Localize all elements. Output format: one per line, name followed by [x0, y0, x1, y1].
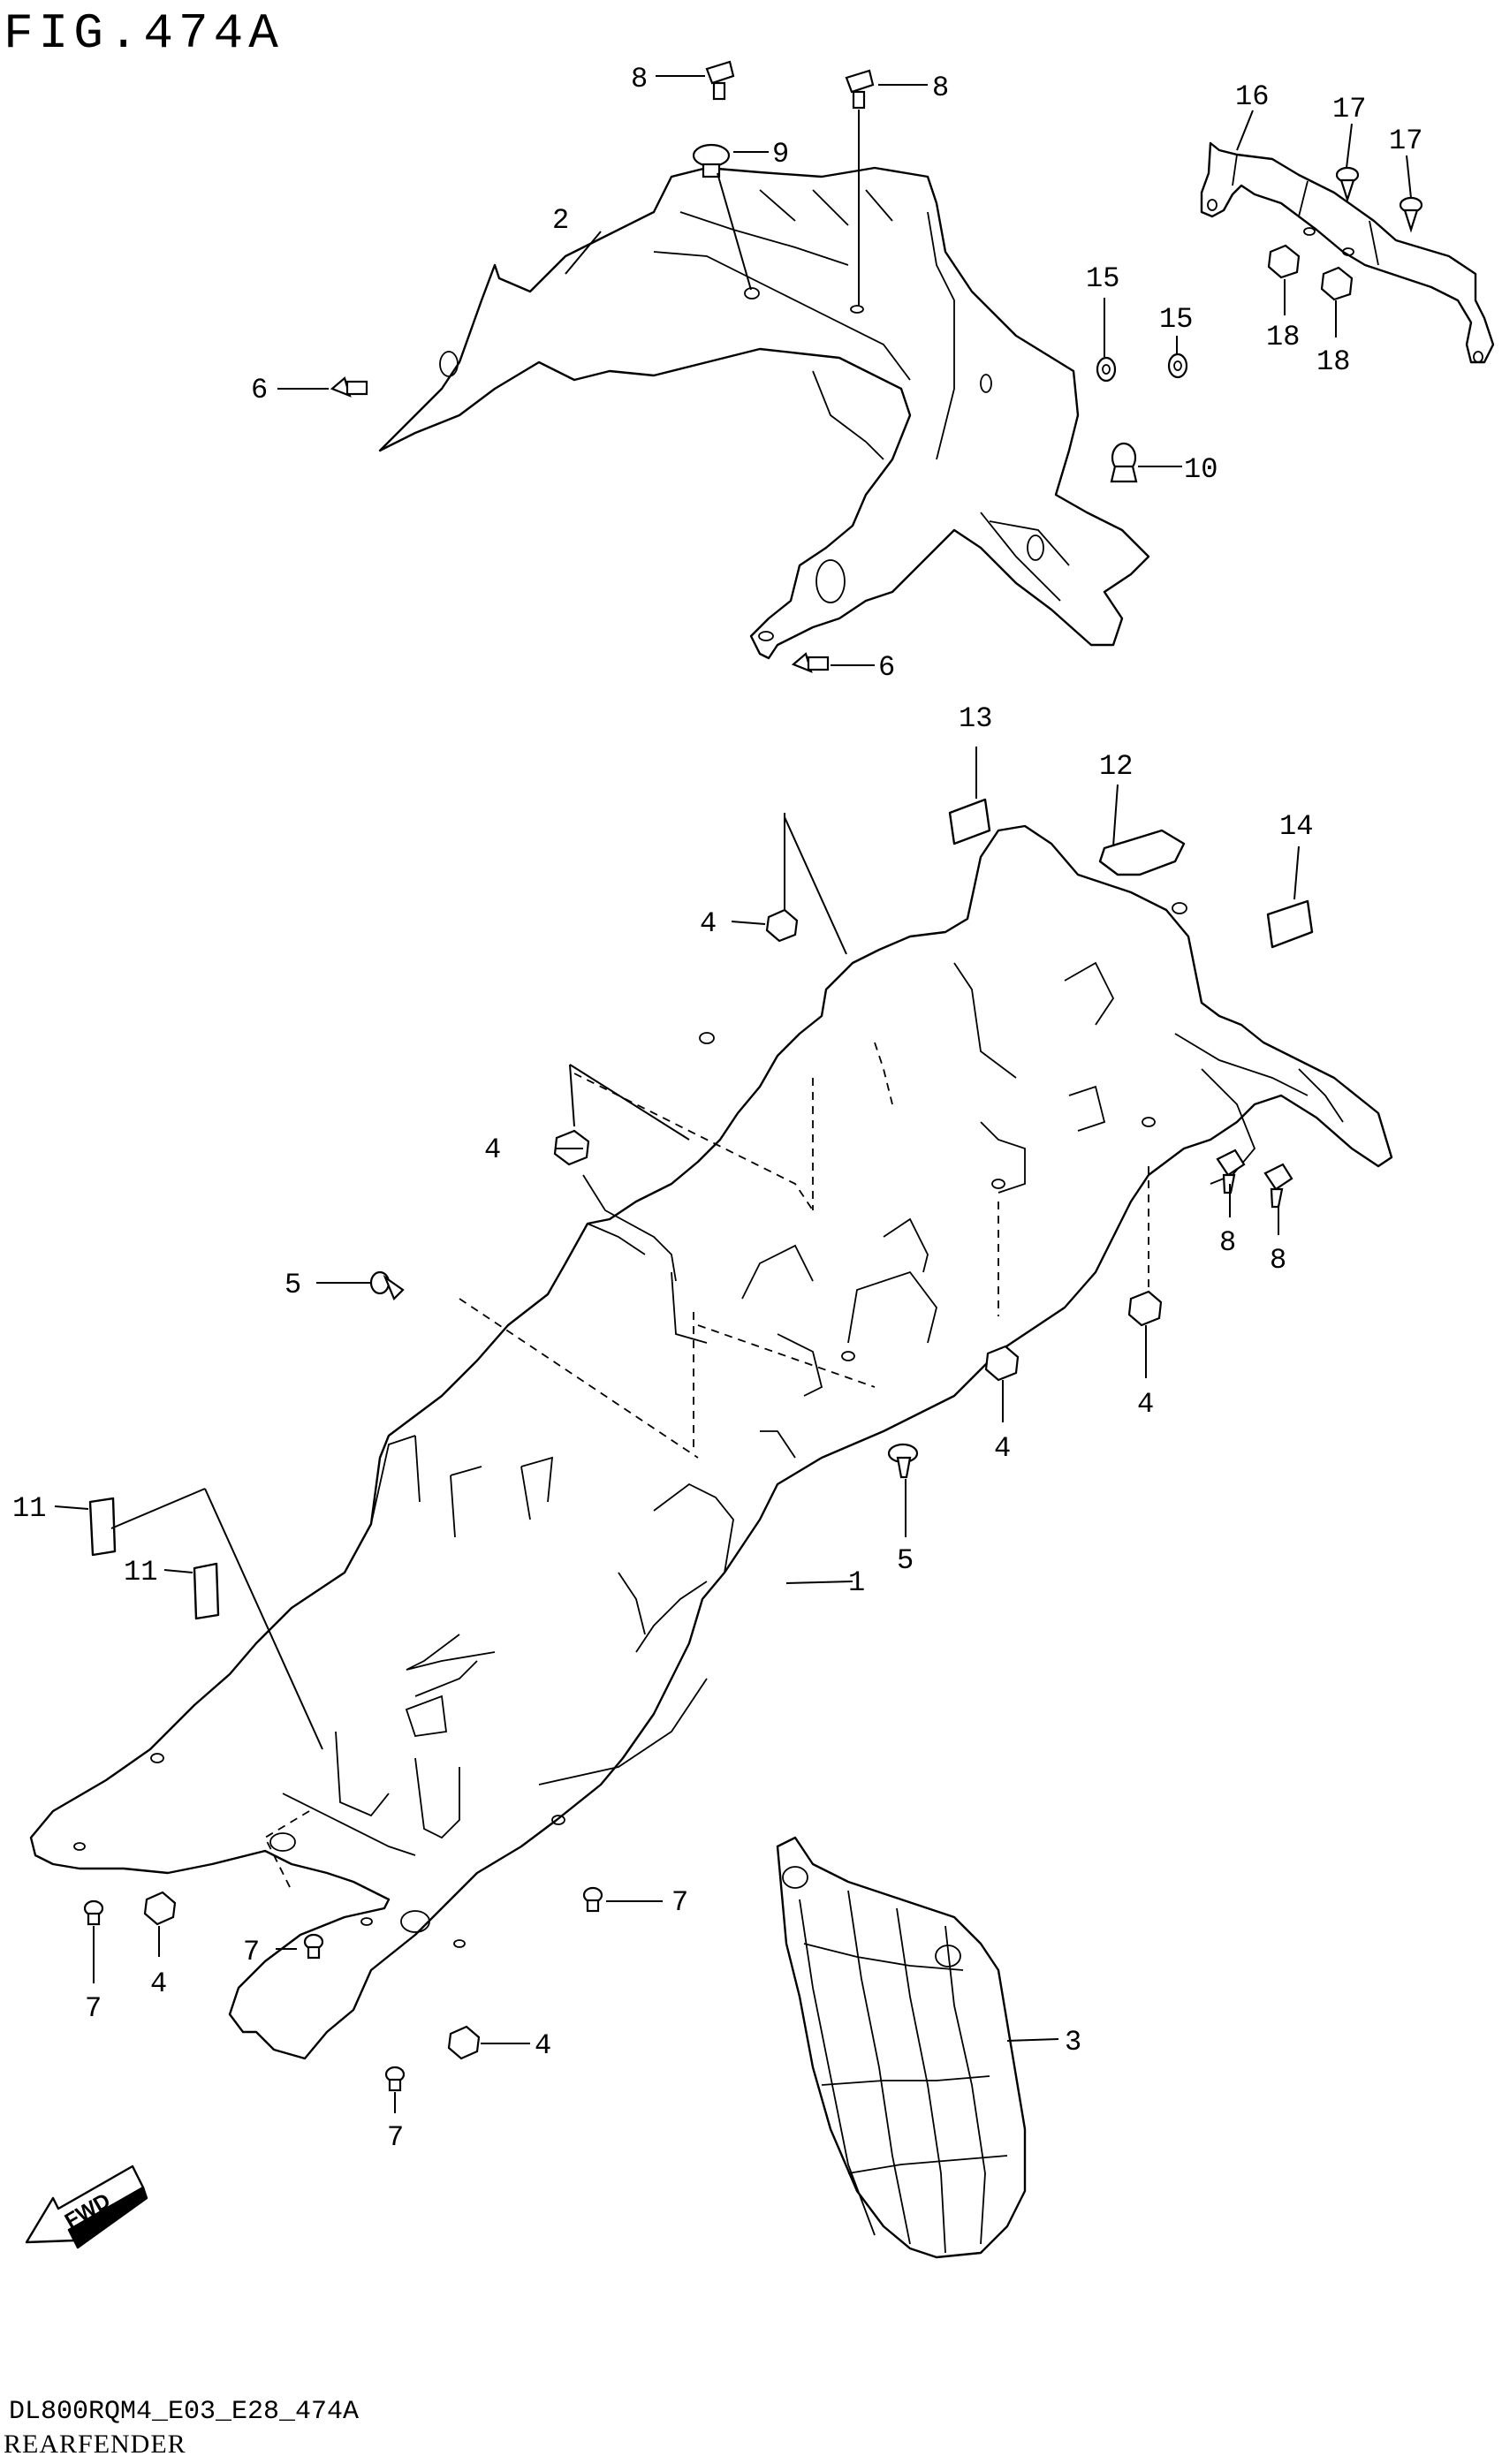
bolt-17-right: [1399, 196, 1423, 233]
diagram-code: DL800RQM4_E03_E28_474A: [9, 2397, 360, 2427]
callout-17-right: 17: [1389, 125, 1422, 157]
callout-2: 2: [552, 204, 569, 237]
screw-6-bottom: [791, 652, 830, 673]
rivet-10: [1110, 442, 1138, 483]
callout-4-right: 4: [1137, 1388, 1154, 1421]
callout-18-right: 18: [1316, 345, 1350, 378]
callout-6-left: 6: [251, 374, 268, 406]
callout-4-lower-left: 4: [150, 1967, 167, 2000]
callout-6-bottom: 6: [878, 651, 895, 684]
screw-7-center: [303, 1933, 324, 1960]
bolt-8-top-left: [705, 60, 735, 101]
callout-4-upper: 4: [700, 907, 717, 940]
figure-title: FIG.474A: [4, 5, 284, 62]
part-14-pad: [1266, 899, 1314, 949]
clip-5-right: [887, 1443, 919, 1479]
callout-4-mid-left: 4: [484, 1133, 501, 1166]
bolt-8-right-b: [1263, 1163, 1293, 1209]
callout-8-top-left: 8: [631, 63, 648, 95]
callout-16: 16: [1235, 80, 1269, 113]
callout-12: 12: [1099, 750, 1133, 783]
part-11-clip-a: [88, 1497, 117, 1557]
bolt-8-top-right: [845, 69, 875, 110]
screw-6-left: [330, 376, 368, 398]
clip-5-left: [369, 1270, 405, 1300]
nut-4-lower-left: [143, 1891, 177, 1926]
callout-5-left: 5: [284, 1269, 301, 1301]
part-2-rear-fender-upper: [378, 166, 1150, 660]
callout-7-right: 7: [671, 1886, 688, 1919]
callout-15-right: 15: [1159, 303, 1193, 336]
part-3-side-cover: [776, 1836, 1027, 2259]
callout-8-right-a: 8: [1219, 1226, 1236, 1259]
callout-5-right: 5: [897, 1544, 914, 1577]
screw-7-left: [83, 1899, 104, 1926]
callout-13: 13: [959, 702, 992, 735]
callout-labels: 2 1 3 4 4 4 4 4 4 5 5 6 6 7 7 7 7 8 8 8 …: [12, 63, 1422, 2154]
callout-8-top-right: 8: [932, 72, 949, 104]
nut-18-left: [1267, 244, 1301, 279]
washer-15-right: [1167, 353, 1188, 379]
callout-14: 14: [1279, 810, 1313, 843]
nut-4-upper: [765, 908, 799, 943]
callout-11-upper: 11: [12, 1492, 46, 1525]
callout-18-left: 18: [1266, 321, 1300, 353]
callout-3: 3: [1065, 2026, 1081, 2058]
part-13-pad: [948, 798, 991, 845]
part-12-pad: [1098, 829, 1186, 876]
diagram-name: REARFENDER: [4, 2430, 186, 2459]
callout-11-lower: 11: [124, 1556, 157, 1588]
screw-7-bottom: [384, 2066, 406, 2092]
bolt-17-left: [1335, 166, 1360, 203]
callout-7-bottom: 7: [387, 2121, 404, 2154]
callout-1: 1: [848, 1566, 865, 1599]
nut-4-right: [1127, 1290, 1163, 1327]
callout-10: 10: [1184, 453, 1218, 486]
callout-8-right-b: 8: [1270, 1244, 1286, 1277]
callout-9: 9: [772, 138, 789, 171]
washer-15-left: [1096, 356, 1117, 383]
leader-lines: [54, 75, 1412, 2113]
callout-15-left: 15: [1086, 262, 1119, 295]
grommet-9: [692, 143, 731, 178]
fwd-direction-arrow: FWD: [25, 2165, 148, 2249]
callout-4-mid-right: 4: [994, 1432, 1011, 1465]
screw-7-right: [582, 1886, 603, 1913]
callout-17-left: 17: [1332, 93, 1366, 125]
part-1-rear-fender-main: [29, 824, 1393, 2060]
part-11-clip-b: [193, 1562, 220, 1620]
callout-4-bottom: 4: [535, 2029, 551, 2062]
callout-7-center: 7: [243, 1936, 260, 1968]
callout-7-left: 7: [85, 1992, 102, 2025]
nut-4-mid-right: [984, 1345, 1020, 1382]
nut-18-right: [1320, 266, 1354, 301]
nut-4-bottom: [447, 2025, 481, 2060]
